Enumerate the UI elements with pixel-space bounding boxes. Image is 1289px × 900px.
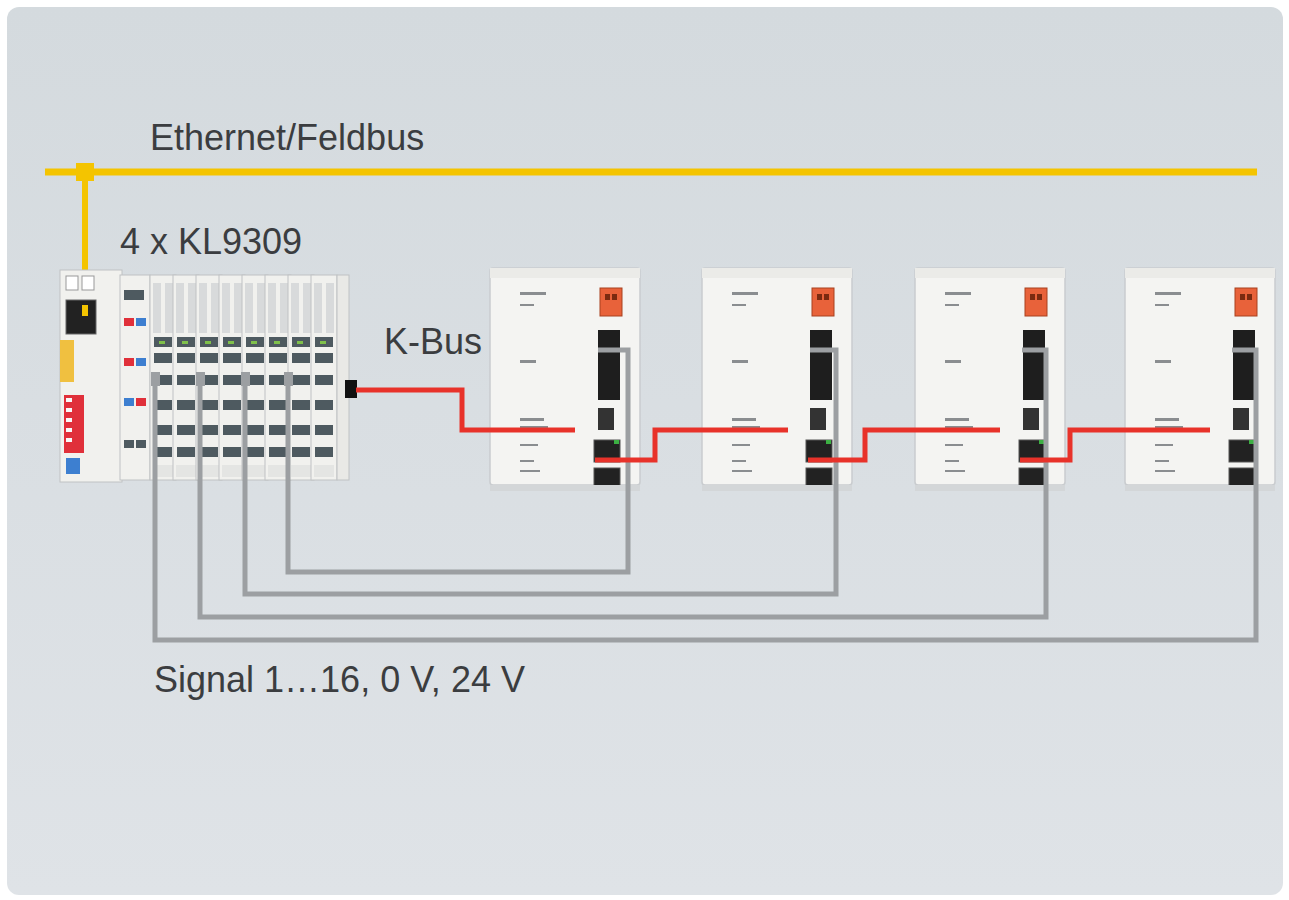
group-heading: 4 x KL9309 xyxy=(120,222,302,262)
bus-label: K-Bus xyxy=(384,322,482,362)
terminal-group: 4 x KL9309 xyxy=(58,222,358,484)
bus-label: Ethernet/Feldbus xyxy=(150,118,424,158)
signal-label: Signal 1…1​6, 0 V, 24 V xyxy=(154,660,525,700)
